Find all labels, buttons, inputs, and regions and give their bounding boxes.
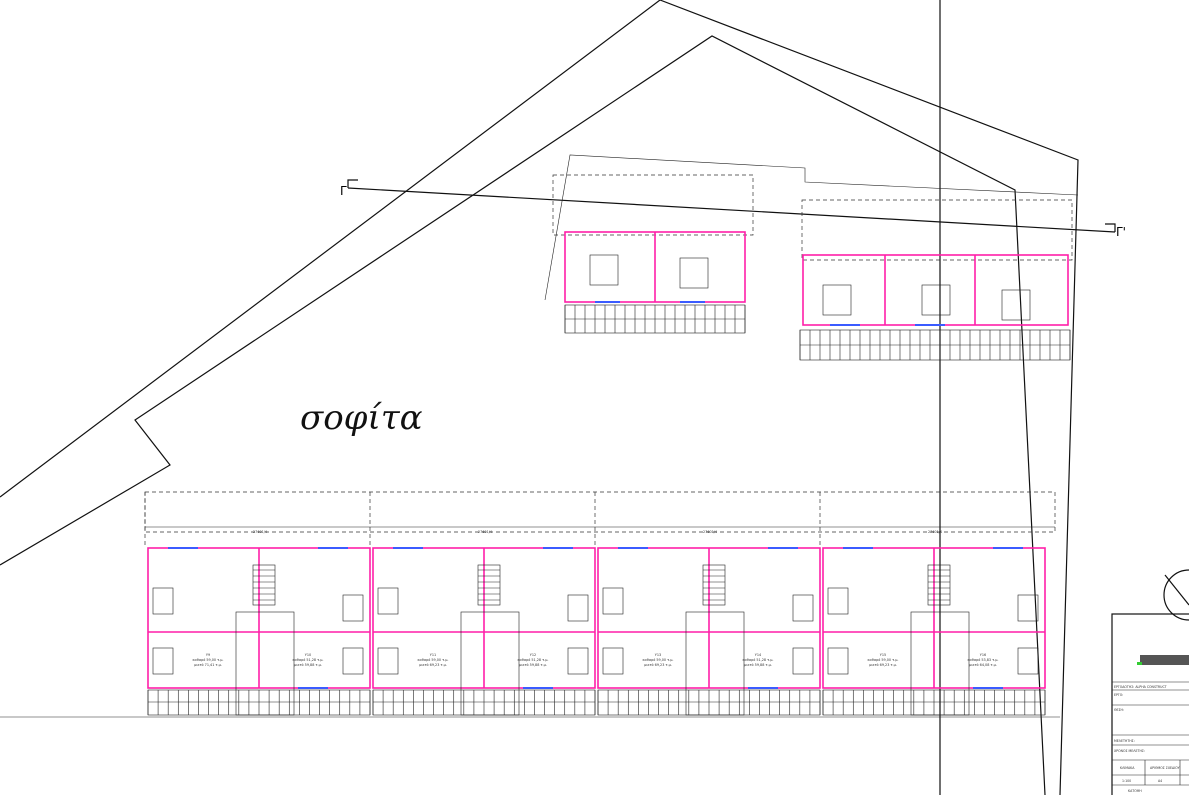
- unit-net: καθαρό 59,00 τ.μ.: [643, 658, 674, 662]
- section-line: Γ Γ': [340, 179, 1126, 239]
- balcony-grid: [564, 304, 746, 334]
- dimension-label: 27601/4: [703, 530, 717, 534]
- unit-name: Υ16: [980, 653, 986, 657]
- bed-icon: [827, 647, 849, 675]
- unit-gross: μικτό 69,23 τ.μ.: [869, 663, 897, 667]
- section-marker-right: Γ': [1116, 225, 1126, 239]
- dimension-label: 27601/4: [253, 530, 267, 534]
- tb-date: ΧΡΟΝΟΣ ΜΕΛΕΤΗΣ:: [1114, 749, 1145, 753]
- tb-scale: 1:100: [1122, 779, 1131, 783]
- stair: [252, 564, 276, 606]
- bed-icon: [792, 647, 814, 675]
- tb-sheet-label: ΑΡΙΘΜΟΣ ΣΧΕΔΙΟΥ: [1150, 766, 1180, 770]
- bed-icon: [377, 587, 399, 615]
- title-block: ΕΡΓΟΔΟΤΗΣ: ALPHA CONSTRUCT ΕΡΓΟ: ΘΕΣΗ: Μ…: [1111, 613, 1189, 795]
- unit-net: καθαρό 51,28 τ.μ.: [743, 658, 774, 662]
- bed-icon: [567, 594, 589, 622]
- bed-icon: [1017, 647, 1039, 675]
- unit-name: Υ9: [206, 653, 210, 657]
- plot-boundary: [0, 0, 1079, 795]
- bed-icon: [152, 587, 174, 615]
- unit-net: καθαρό 51,28 τ.μ.: [293, 658, 324, 662]
- bed-icon: [792, 594, 814, 622]
- tb-sheet: Α4: [1158, 779, 1162, 783]
- bed-icon: [567, 647, 589, 675]
- stair-void: [685, 611, 745, 716]
- tb-designer: ΜΕΛΕΤΗΤΗΣ:: [1114, 739, 1135, 743]
- unit-name: Υ15: [880, 653, 886, 657]
- tb-notes: ΚΑΤΟΨΗ: [1128, 789, 1142, 793]
- tb-scale-label: ΚΛΙΜΑΚΑ: [1120, 766, 1135, 770]
- unit-name: Υ12: [530, 653, 536, 657]
- bed-icon: [602, 587, 624, 615]
- unit-net: καθαρό 59,00 τ.μ.: [868, 658, 899, 662]
- stair: [702, 564, 726, 606]
- balcony-grid: [799, 329, 1071, 361]
- bed-icon: [342, 594, 364, 622]
- balcony-grid: [822, 689, 1046, 716]
- unit-gross: μικτό 69,23 τ.μ.: [419, 663, 447, 667]
- unit-name: Υ11: [430, 653, 436, 657]
- bed-icon: [342, 647, 364, 675]
- balcony-grid: [597, 689, 821, 716]
- tb-project: ΕΡΓΟ:: [1114, 693, 1123, 697]
- tb-location: ΘΕΣΗ:: [1114, 708, 1124, 712]
- unit-gross: μικτό 59,88 τ.μ.: [519, 663, 547, 667]
- balcony-grid: [147, 689, 371, 716]
- bed-icon: [152, 647, 174, 675]
- unit-net: καθαρό 59,00 τ.μ.: [193, 658, 224, 662]
- unit-gross: μικτό 69,23 τ.μ.: [644, 663, 672, 667]
- unit-gross: μικτό 71,41 τ.μ.: [194, 663, 222, 667]
- tb-client: ΕΡΓΟΔΟΤΗΣ: ALPHA CONSTRUCT: [1114, 685, 1167, 689]
- unit-gross: μικτό 59,88 τ.μ.: [294, 663, 322, 667]
- bed-icon: [1017, 594, 1039, 622]
- stair-void: [235, 611, 295, 716]
- unit-net: καθαρό 53,83 τ.μ.: [968, 658, 999, 662]
- upper-building-left: [544, 154, 1079, 334]
- unit-gross: μικτό 64,08 τ.μ.: [969, 663, 997, 667]
- dimension-label: 27601/4: [478, 530, 492, 534]
- upper-building-right: [799, 199, 1073, 361]
- unit-net: καθαρό 59,00 τ.μ.: [418, 658, 449, 662]
- stair: [477, 564, 501, 606]
- stair: [927, 564, 951, 606]
- balcony-grid: [372, 689, 596, 716]
- north-arrow-icon: [1163, 569, 1189, 621]
- stair-void: [460, 611, 520, 716]
- bed-icon: [602, 647, 624, 675]
- bed-icon: [377, 647, 399, 675]
- section-marker-left: Γ: [340, 184, 347, 198]
- unit-net: καθαρό 51,28 τ.μ.: [518, 658, 549, 662]
- dimension-label: 27601/4: [928, 530, 942, 534]
- unit-name: Υ13: [655, 653, 661, 657]
- unit-name: Υ10: [305, 653, 311, 657]
- unit-name: Υ14: [755, 653, 761, 657]
- floor-label: σοφίτα: [300, 398, 423, 438]
- unit-gross: μικτό 59,88 τ.μ.: [744, 663, 772, 667]
- bed-icon: [827, 587, 849, 615]
